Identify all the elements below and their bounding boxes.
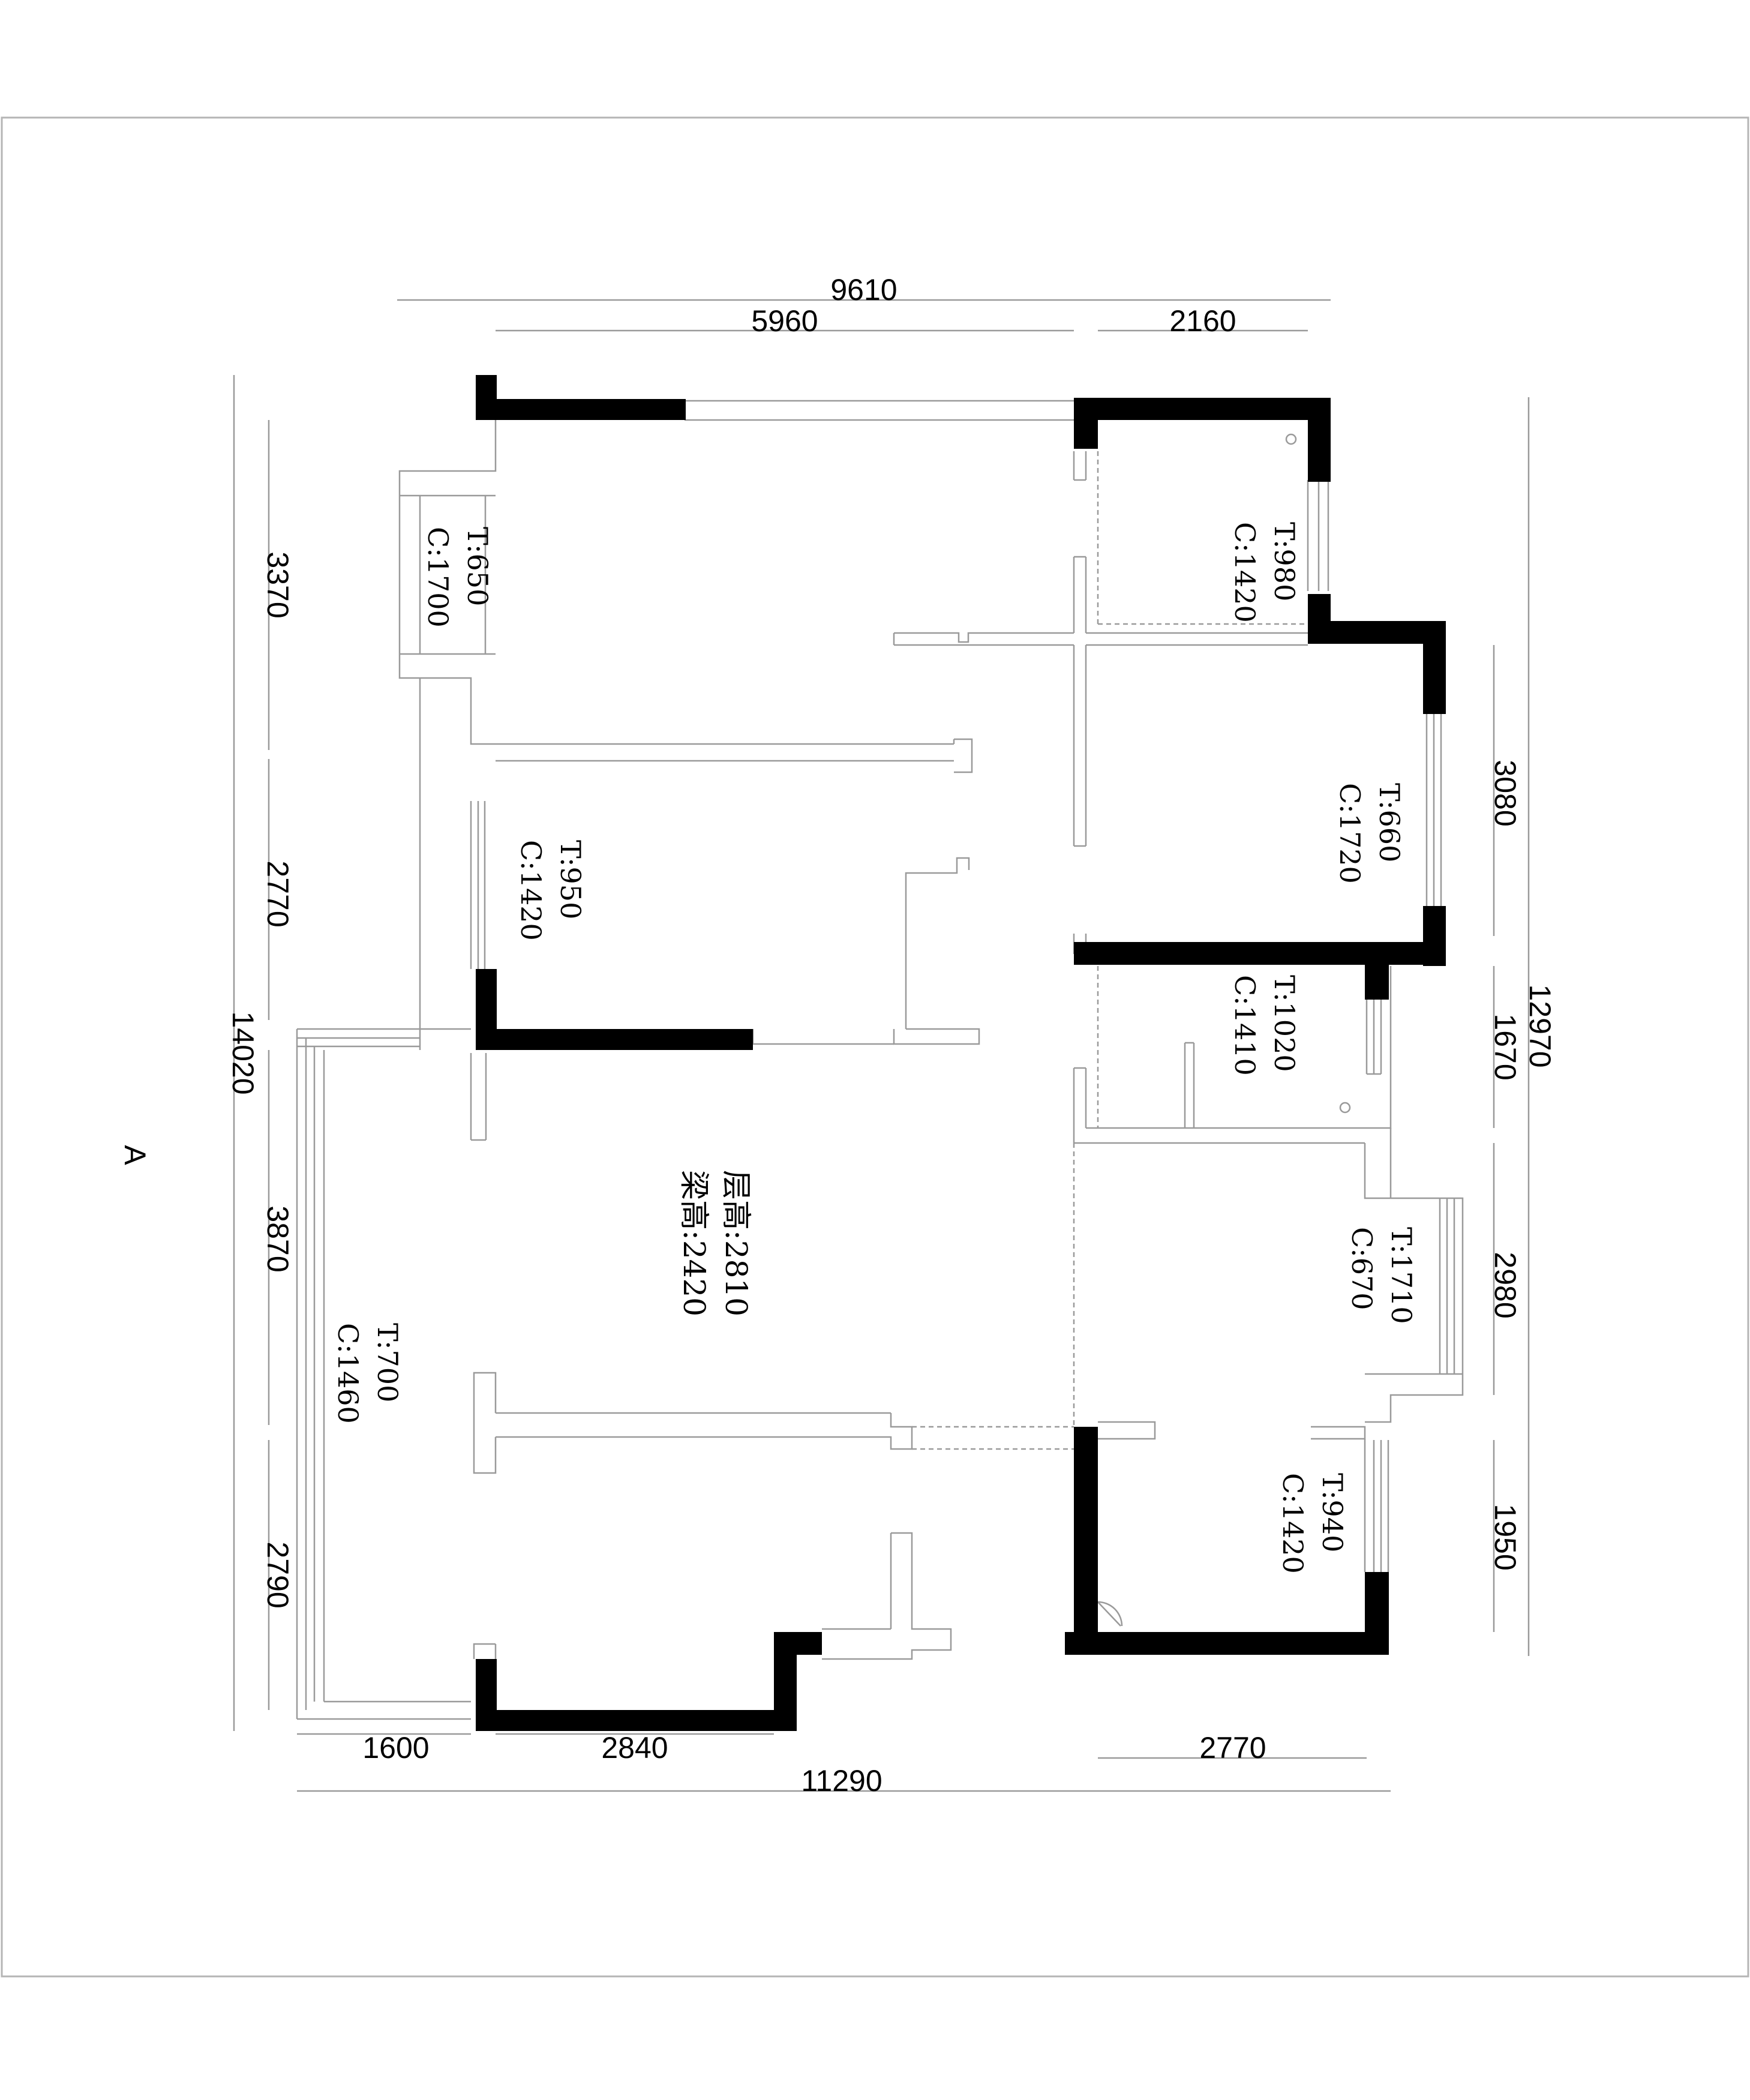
window-t-1: T:980 <box>1268 522 1301 601</box>
dim-left-seg3: 3870 <box>261 1205 295 1272</box>
window-c-5: C:670 <box>1346 1227 1378 1310</box>
window-label-2: T:660 C:1720 <box>1334 783 1406 884</box>
window-c-7: C:1460 <box>332 1323 364 1424</box>
window-label-0: T:650 C:1700 <box>422 527 494 628</box>
dim-right-seg4: 1950 <box>1488 1504 1522 1570</box>
window-t-2: T:660 <box>1373 783 1406 862</box>
dim-left-seg1: 3370 <box>261 551 295 618</box>
window-c-2: C:1720 <box>1334 783 1366 884</box>
window-t-5: T:1710 <box>1385 1227 1418 1324</box>
dim-left-overall: 14020 <box>226 1011 260 1094</box>
window-t-4: T:1020 <box>1268 975 1301 1072</box>
floor-height: 层高:2810 <box>719 1170 754 1316</box>
window-c-4: C:1410 <box>1229 975 1261 1076</box>
window-label-6: T:940 C:1420 <box>1277 1473 1349 1574</box>
window-t-6: T:940 <box>1316 1473 1349 1552</box>
window-label-1: T:980 C:1420 <box>1229 522 1301 623</box>
sheet-border <box>1 116 1749 1978</box>
window-label-3: T:950 C:1420 <box>515 840 587 941</box>
dim-right-overall: 12970 <box>1523 984 1557 1067</box>
side-mark: A <box>118 1145 152 1165</box>
window-c-0: C:1700 <box>422 527 454 628</box>
dim-top-overall: 9610 <box>830 273 897 307</box>
beam-height: 梁高:2420 <box>677 1170 712 1316</box>
window-c-6: C:1420 <box>1277 1473 1309 1574</box>
dim-bottom-left: 1600 <box>362 1731 429 1765</box>
dim-left-seg2: 2770 <box>261 860 295 927</box>
dim-top-left: 5960 <box>751 304 818 338</box>
dim-right-seg2: 1670 <box>1488 1013 1522 1080</box>
structural-walls <box>476 375 1446 1731</box>
dim-right-seg1: 3080 <box>1488 760 1522 826</box>
dim-bottom-right: 2770 <box>1199 1731 1266 1765</box>
dim-bottom-middle: 2840 <box>601 1731 668 1765</box>
height-label: 层高:2810 梁高:2420 <box>677 1170 754 1316</box>
window-c-1: C:1420 <box>1229 522 1261 623</box>
window-t-3: T:950 <box>554 840 587 919</box>
window-c-3: C:1420 <box>515 840 547 941</box>
window-t-7: T:700 <box>371 1323 404 1402</box>
window-label-4: T:1020 C:1410 <box>1229 975 1301 1076</box>
window-label-7: T:700 C:1460 <box>332 1323 404 1424</box>
window-label-5: T:1710 C:670 <box>1346 1227 1418 1324</box>
dim-left-seg4: 2790 <box>261 1541 295 1608</box>
dim-top-right: 2160 <box>1169 304 1236 338</box>
thin-linework <box>233 299 1530 1792</box>
dim-bottom-overall: 11290 <box>801 1764 882 1798</box>
window-t-0: T:650 <box>461 527 494 606</box>
dim-right-seg3: 2980 <box>1488 1252 1522 1318</box>
